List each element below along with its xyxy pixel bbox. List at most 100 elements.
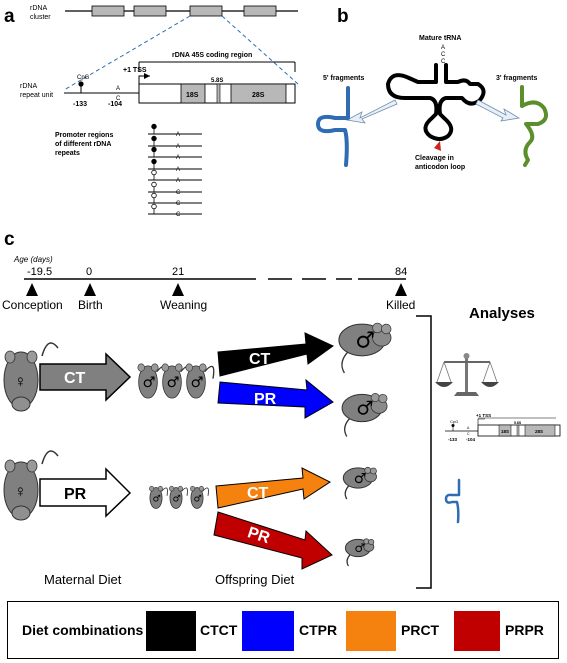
offspring-ct-label-1: CT [249, 351, 271, 368]
frag5-label: 5' fragments [323, 75, 364, 82]
adults-group: ♂ ♂ ♂ ♂ [338, 322, 392, 567]
cpg-label: CpG [77, 75, 90, 81]
promoter-cpg [151, 158, 157, 165]
event-killed: Killed [386, 298, 415, 312]
offspring-arrow-ctpr [217, 378, 334, 419]
female-symbol-2: ♀ [14, 482, 27, 501]
male-symbol: ♂ [191, 375, 204, 391]
promoter-base: A [176, 144, 180, 150]
maternal-arrow-ct [39, 352, 132, 402]
cluster-repeat-2 [133, 5, 167, 17]
fragment-5p [316, 86, 350, 167]
legend-title: Diet combinations [22, 622, 144, 638]
day-killed: 84 [395, 266, 407, 278]
cluster-label-2: cluster [30, 14, 51, 21]
day-conception: -19.5 [27, 266, 52, 278]
mother-pr [3, 450, 59, 521]
coding-region-label: rDNA 45S coding region [172, 52, 252, 59]
offspring-arrow-prct [215, 467, 332, 509]
acceptor-a: A [441, 45, 445, 51]
legend-label-prpr: PRPR [505, 622, 544, 638]
cluster-repeat-3 [189, 5, 223, 17]
mini-cpg: CpG [450, 419, 458, 424]
promoter-label-3: repeats [55, 150, 80, 157]
offspring-arrow-ctct [217, 332, 334, 377]
legend-label-prct: PRCT [401, 622, 440, 638]
adult-ctpr: ♂ [341, 393, 388, 437]
mini-18s: 18S [501, 429, 509, 434]
mini-rdna-diagram [445, 417, 561, 437]
male-symbol: ♂ [356, 398, 373, 420]
marker-conception [26, 283, 38, 296]
gene-58s [216, 83, 221, 104]
gene-18s [180, 83, 206, 104]
panel-b-letter: b [337, 6, 349, 27]
legend-label-ctct: CTCT [200, 622, 238, 638]
male-symbol: ♂ [167, 375, 180, 391]
frag3-label: 3' fragments [496, 75, 537, 82]
mini-tss: +1 TSS [476, 413, 491, 418]
label-18s: 18S [186, 92, 199, 99]
mini-a: A [467, 426, 470, 430]
adult-prct: ♂ [342, 466, 377, 500]
male-symbol: ♂ [152, 493, 160, 504]
panel-a-letter: a [4, 6, 15, 27]
male-symbol: ♂ [354, 541, 365, 555]
acceptor-c1: C [441, 52, 446, 58]
promoter-base: C [176, 190, 181, 196]
offspring-ct-label-2: CT [247, 485, 269, 502]
cluster-repeat-1 [91, 5, 125, 17]
mini-58s: 5.8S [514, 421, 522, 425]
male-symbol: ♂ [172, 493, 180, 504]
pos-133: -133 [73, 101, 87, 108]
promoter-cpg [151, 181, 157, 188]
promoter-cpg [151, 146, 157, 153]
female-symbol-1: ♀ [14, 372, 27, 391]
day-birth: 0 [86, 266, 92, 278]
promoter-cpg [151, 169, 157, 176]
c-label: C [116, 96, 121, 102]
maternal-ct-label: CT [64, 370, 86, 387]
offspring-diet-label: Offspring Diet [215, 572, 295, 587]
promoter-cpg [151, 192, 157, 199]
event-conception: Conception [2, 298, 63, 312]
age-label: Age (days) [13, 255, 53, 264]
arrow-to-3p [475, 99, 521, 122]
mini-c: C [467, 432, 470, 436]
marker-killed [395, 283, 407, 296]
offspring-pr-label-1: PR [254, 391, 277, 408]
analyses-label: Analyses [469, 305, 535, 322]
unit-label-2: repeat unit [20, 92, 53, 99]
pup-pr: ♂ [169, 485, 188, 509]
event-weaning: Weaning [160, 298, 207, 312]
a-label: A [116, 86, 120, 92]
pups-group: ♂♂♂♂♂♂ [137, 363, 215, 509]
promoter-base: C [176, 201, 181, 207]
maternal-arrow-pr [39, 467, 132, 518]
label-58s: 5.8S [211, 78, 223, 84]
panel-c: c Age (days) -19.5 0 21 84 Conception Bi… [2, 229, 561, 589]
unit-label-1: rDNA [20, 83, 37, 90]
legend-label-ctpr: CTPR [299, 622, 338, 638]
adult-prpr: ♂ [344, 538, 375, 567]
day-weaning: 21 [172, 266, 184, 278]
scale-icon [435, 353, 499, 396]
promoter-base: A [176, 167, 180, 173]
diet-legend: Diet combinations CTCT CTPR PRCT PRPR [7, 601, 559, 659]
marker-weaning [172, 283, 184, 296]
panel-a: a rDNA cluster rDNA 45S coding region +1… [4, 5, 299, 218]
promoter-base: A [176, 155, 180, 161]
promoter-label-1: Promoter regions [55, 132, 113, 139]
male-symbol: ♂ [355, 329, 375, 354]
male-symbol: ♂ [143, 375, 156, 391]
offspring-arrow-prpr [213, 511, 333, 570]
acceptor-c2: C [441, 59, 446, 65]
pup-ct: ♂ [185, 363, 215, 399]
swatch-ctpr [242, 611, 294, 651]
swatch-ctct [146, 611, 196, 651]
mini-133: -133 [448, 437, 458, 442]
promoter-cpg [151, 123, 157, 130]
arrow-to-5p [345, 99, 398, 124]
maternal-pr-label: PR [64, 486, 87, 503]
